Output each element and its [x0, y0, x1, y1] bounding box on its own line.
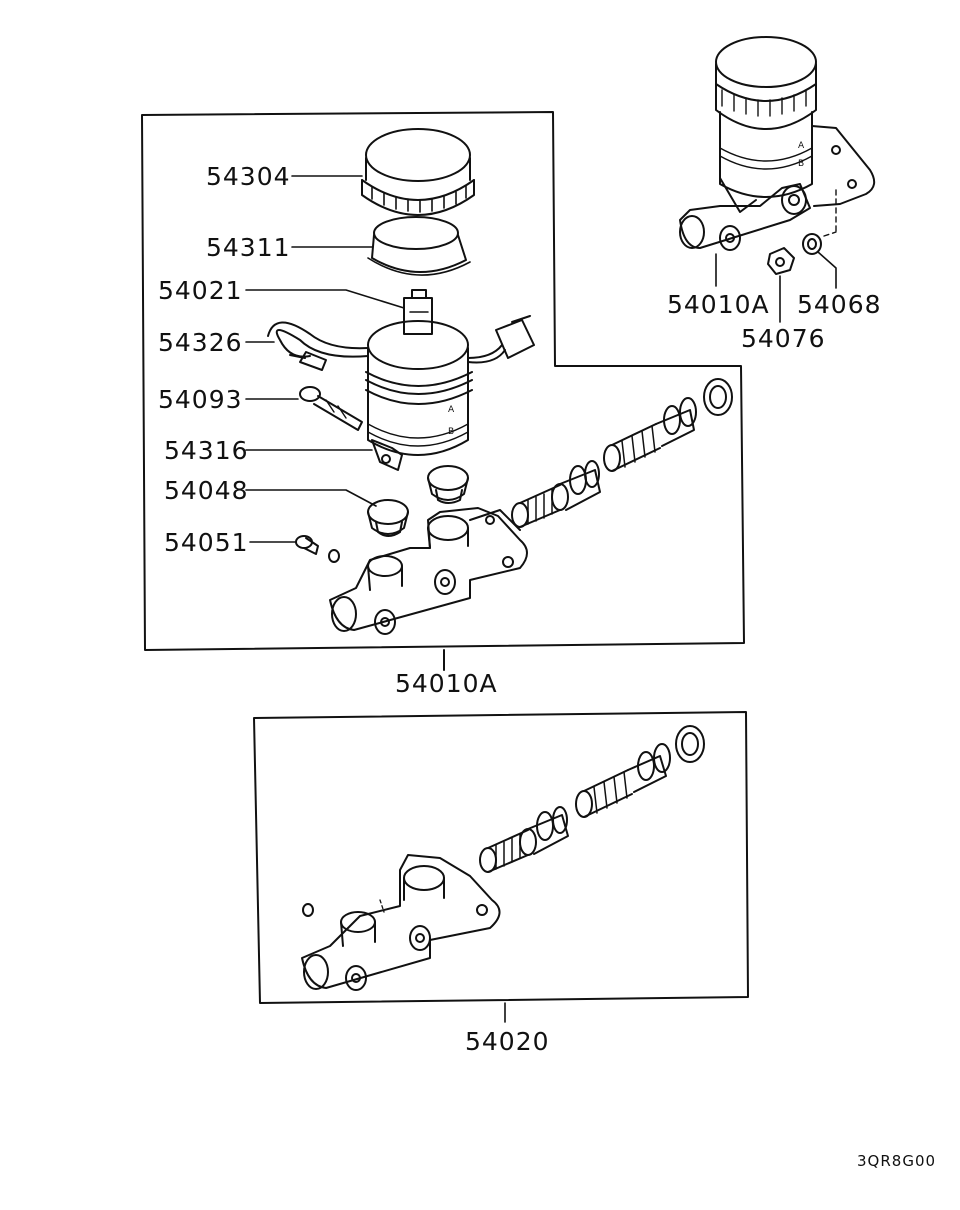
svg-text:B: B — [798, 159, 804, 169]
callout-kit-54020: 54020 — [465, 1027, 550, 1056]
leader-lines-assembled-view — [715, 251, 837, 323]
callout-assembled-54010a: 54010A — [667, 290, 770, 319]
grommets — [367, 465, 469, 537]
reservoir-cap — [361, 128, 475, 216]
reservoir-bolt — [299, 386, 363, 431]
callout-54311: 54311 — [206, 233, 291, 262]
assembled-view: A B — [679, 36, 876, 275]
bleed-screw — [295, 535, 340, 563]
callout-54068: 54068 — [797, 290, 882, 319]
reservoir-body: A B — [365, 320, 473, 471]
master-cylinder-body — [329, 507, 528, 635]
drawing-code: 3QR8G00 — [857, 1152, 937, 1170]
switch-harness — [267, 315, 535, 371]
callout-54076: 54076 — [741, 324, 826, 353]
piston-kit — [479, 725, 705, 873]
callout-54326: 54326 — [158, 328, 243, 357]
piston-kit-assembly — [511, 378, 733, 528]
float-switch — [403, 289, 433, 335]
callout-54304: 54304 — [206, 162, 291, 191]
master-cylinder-body-kit — [301, 854, 501, 991]
reservoir-strainer — [367, 216, 471, 276]
svg-text:B: B — [448, 427, 454, 437]
callout-assembly-54010a: 54010A — [395, 669, 498, 698]
callout-54048: 54048 — [164, 476, 249, 505]
callout-54093: 54093 — [158, 385, 243, 414]
callout-54021: 54021 — [158, 276, 243, 305]
svg-text:A: A — [798, 141, 805, 151]
callout-54316: 54316 — [164, 436, 249, 465]
svg-text:A: A — [448, 405, 455, 415]
callout-54051: 54051 — [164, 528, 249, 557]
kit-frame — [253, 711, 749, 1004]
assembly-frame — [141, 111, 745, 651]
leader-lines-assembly — [245, 175, 405, 543]
